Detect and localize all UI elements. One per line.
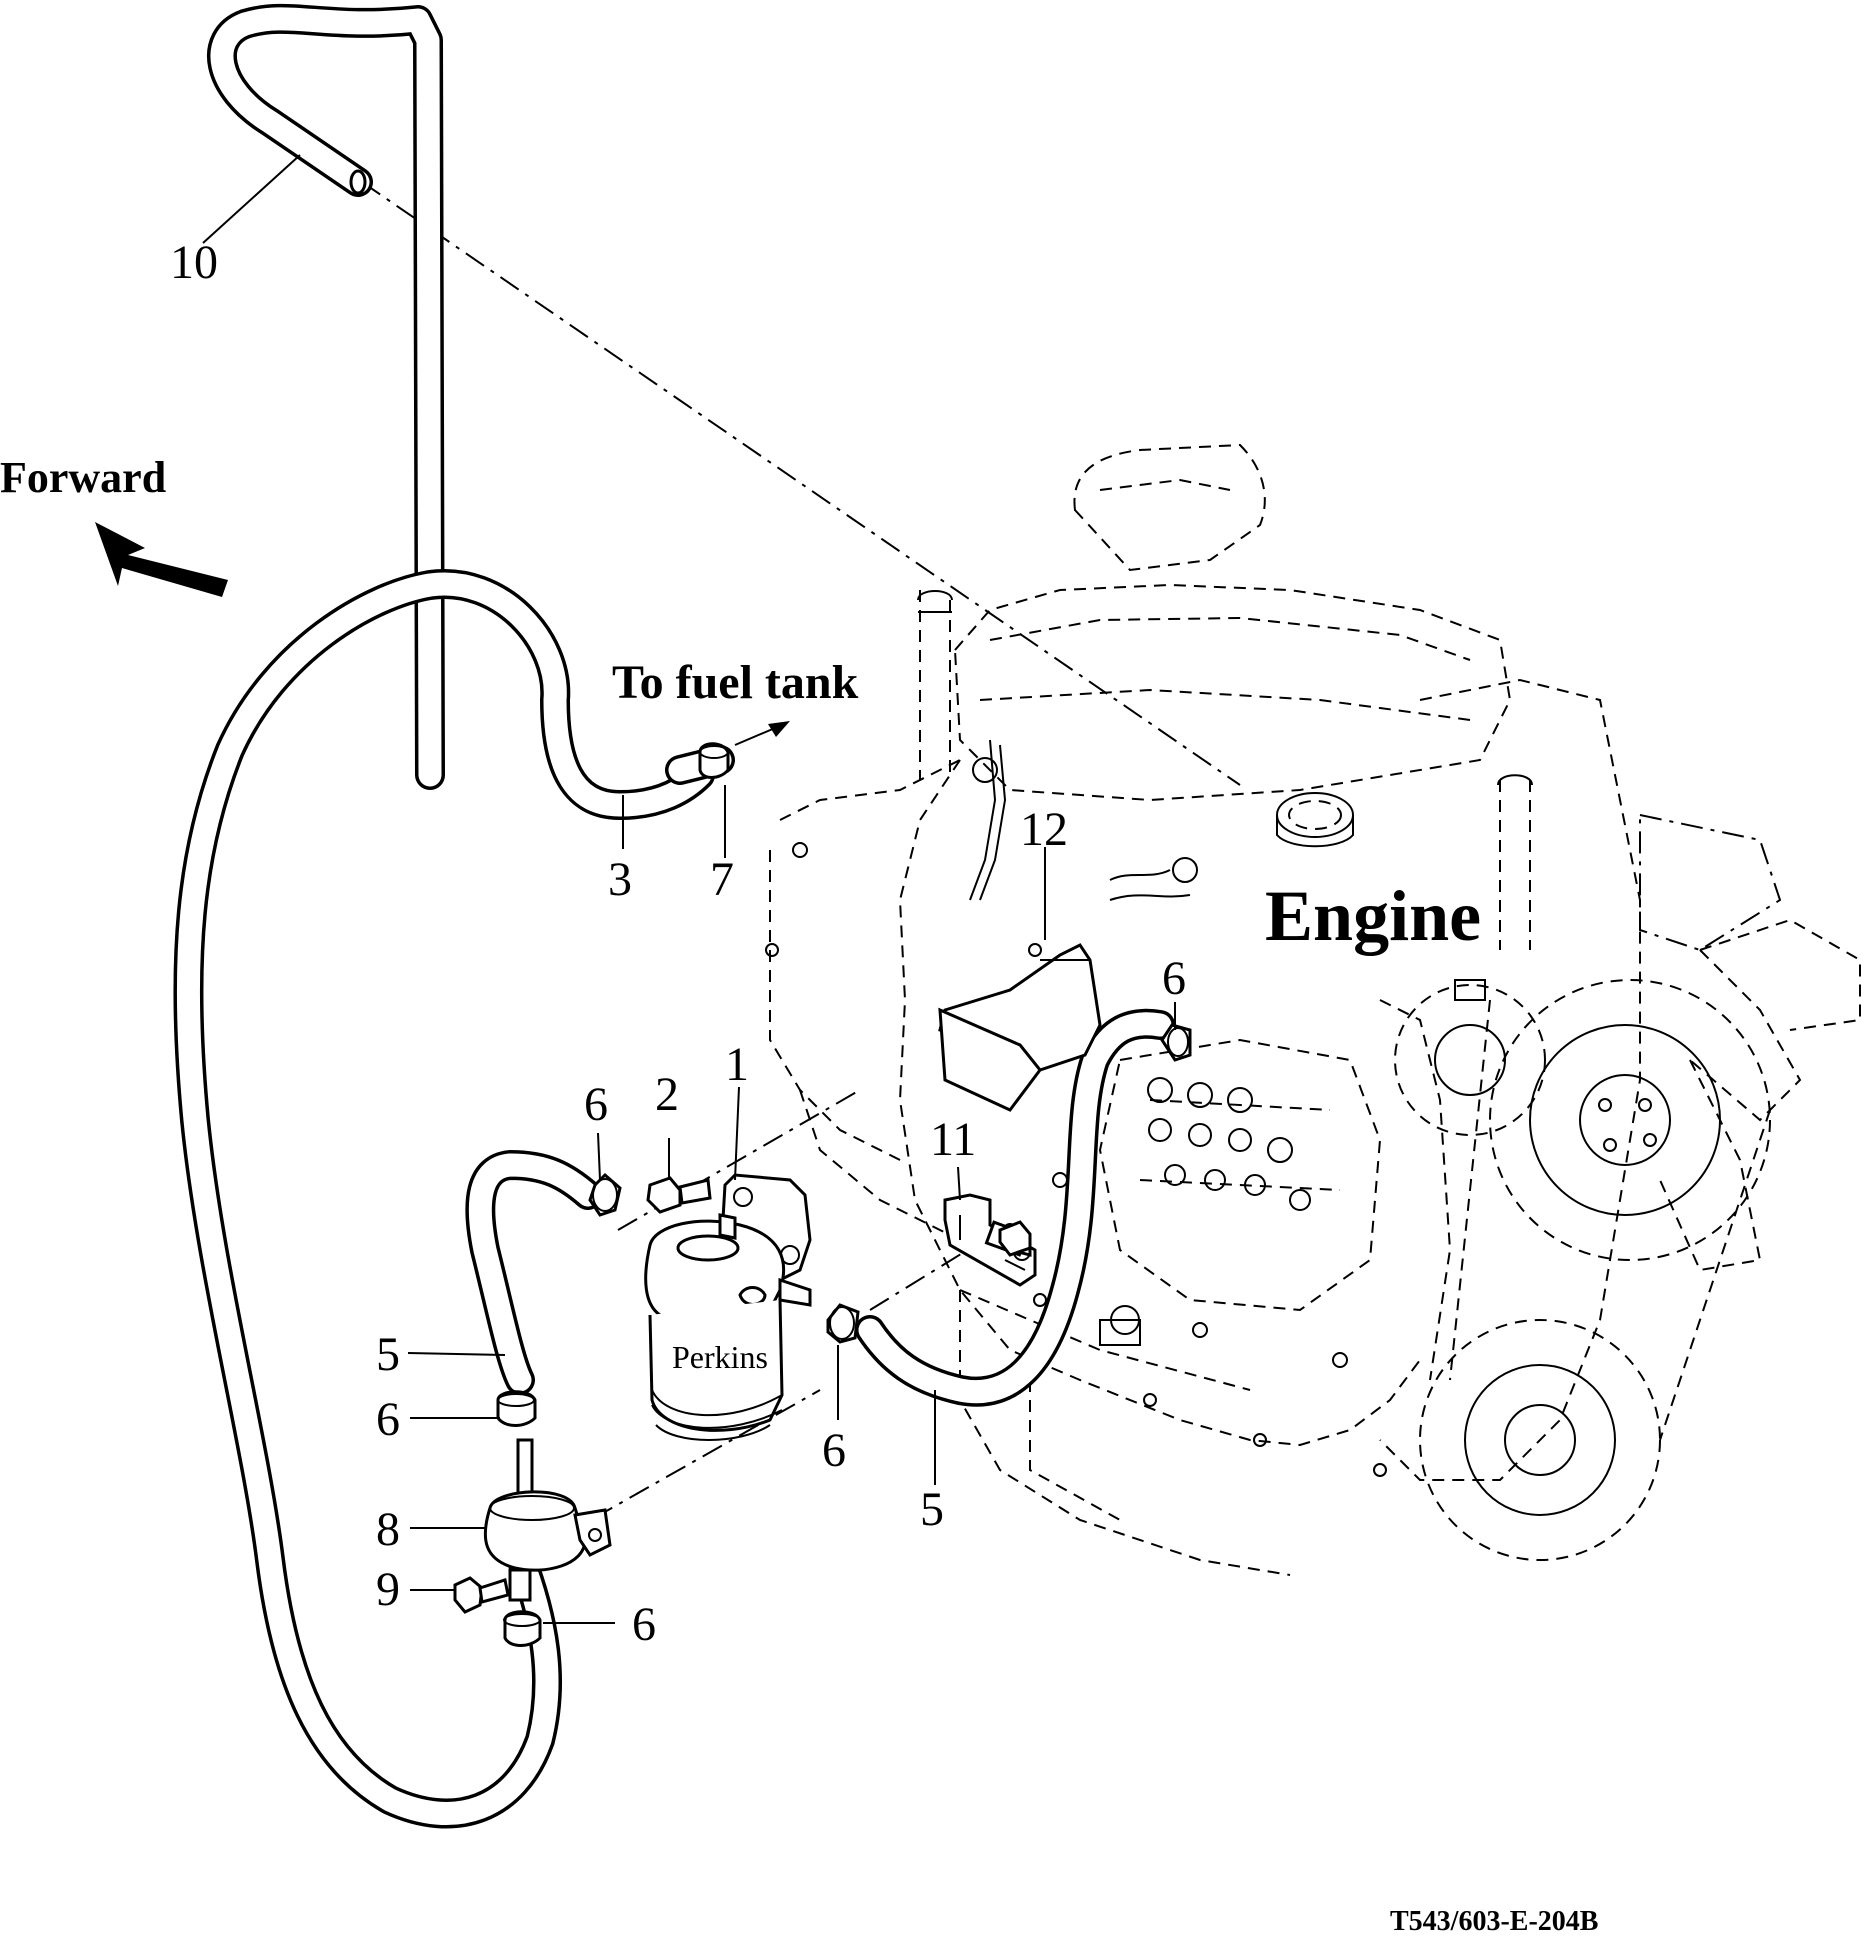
callout-6-mid: 6 (822, 1424, 846, 1477)
clamp-7 (698, 742, 730, 779)
callout-11: 11 (930, 1113, 976, 1166)
callout-3: 3 (608, 853, 632, 906)
bolt-2 (646, 1176, 712, 1214)
bolt-9 (453, 1576, 510, 1614)
callout-6-engine: 6 (1162, 952, 1186, 1005)
clamp-6-sediment-bottom (503, 1610, 542, 1647)
callout-5-left: 5 (376, 1328, 400, 1381)
callout-2: 2 (655, 1068, 679, 1121)
callout-7: 7 (710, 853, 734, 906)
to-fuel-tank-arrow (734, 721, 790, 746)
filter-brand-label: Perkins (672, 1339, 768, 1375)
clamp-6-filter-in (588, 1172, 622, 1217)
clamp-6-sediment-top (496, 1390, 537, 1427)
clamp-6-filter-out (826, 1303, 860, 1344)
hose-5-right (855, 1008, 1175, 1407)
sediment-bowl-8 (483, 1438, 612, 1602)
bracket-12 (938, 943, 1102, 1112)
hose-5-left (465, 1150, 603, 1395)
callout-6-filter-in: 6 (584, 1078, 608, 1131)
hose-10 (207, 3, 445, 790)
callout-6-left: 6 (376, 1393, 400, 1446)
callout-5-right: 5 (920, 1483, 944, 1536)
callout-12: 12 (1020, 803, 1068, 856)
callout-9: 9 (376, 1563, 400, 1616)
forward-arrow-icon (95, 522, 228, 597)
engine-outline (765, 443, 1861, 1576)
clamp-6-engine (1160, 1023, 1192, 1062)
callout-1: 1 (725, 1038, 749, 1091)
forward-label: Forward (0, 453, 166, 502)
fuel-filter-1 (644, 1173, 812, 1441)
to-fuel-tank-label: To fuel tank (612, 656, 859, 709)
callout-10: 10 (170, 236, 218, 289)
engine-label: Engine (1265, 876, 1481, 956)
bracket-bolt (998, 1220, 1032, 1257)
leader-lines (361, 181, 1241, 1561)
callout-8: 8 (376, 1503, 400, 1556)
figure-code: T543/603-E-204B (1390, 1906, 1598, 1937)
callout-leaders (202, 154, 1176, 1624)
callout-6-bottom: 6 (632, 1598, 656, 1651)
